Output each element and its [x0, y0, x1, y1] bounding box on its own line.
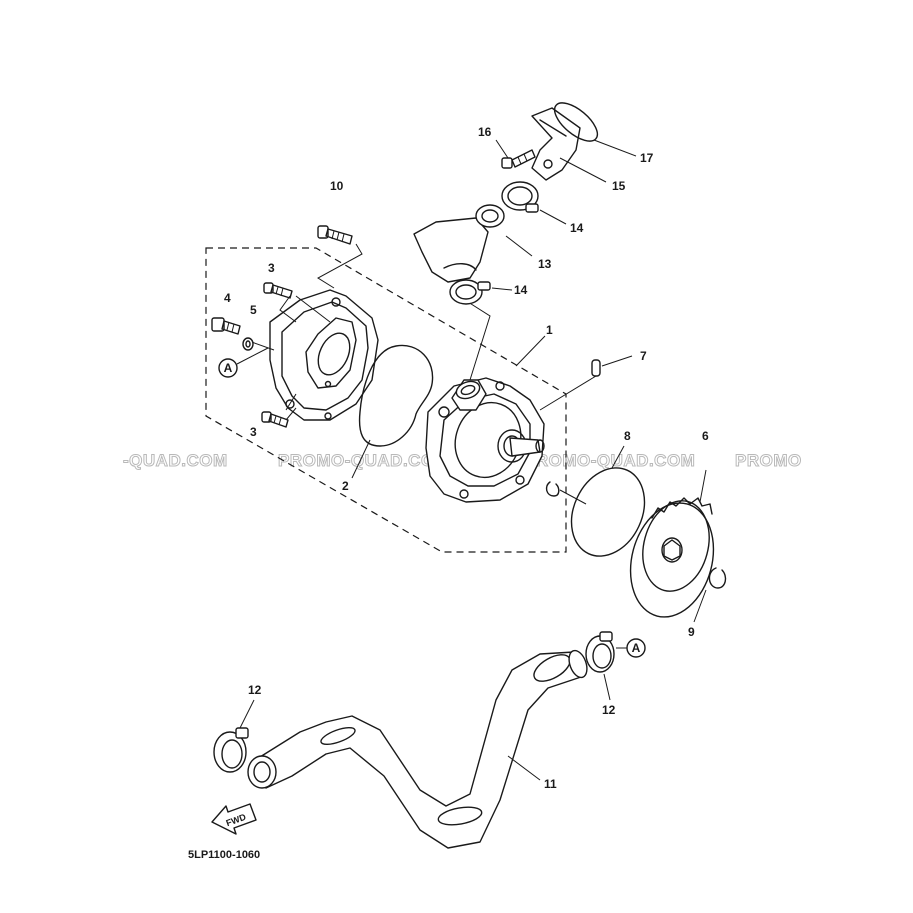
callout-3-upper: 3 — [268, 261, 275, 275]
callout-17: 17 — [640, 151, 654, 165]
leader-1 — [515, 335, 546, 367]
oring-17 — [553, 102, 637, 157]
callout-10: 10 — [330, 179, 344, 193]
ref-marker-a-left-text: A — [224, 361, 233, 375]
callout-14-lower: 14 — [514, 283, 528, 297]
ref-marker-a-left: A — [218, 347, 269, 378]
callout-5: 5 — [250, 303, 257, 317]
pump-housing — [425, 301, 545, 503]
clamp-14-upper — [501, 181, 567, 225]
ref-marker-a-right-text: A — [632, 641, 641, 655]
callout-7: 7 — [640, 349, 647, 363]
callout-2: 2 — [342, 479, 349, 493]
callout-16: 16 — [478, 125, 492, 139]
callout-3-lower: 3 — [250, 425, 257, 439]
callout-13: 13 — [538, 257, 552, 271]
callout-1: 1 — [546, 323, 553, 337]
elbow-15 — [531, 107, 607, 183]
bolt-3-upper — [263, 282, 297, 323]
clamp-12-left — [213, 699, 255, 773]
watermark-4: PROMO — [735, 451, 802, 470]
callout-12-left: 12 — [248, 683, 262, 697]
callout-labels: 1 2 3 3 4 5 6 7 8 9 10 11 12 12 13 14 14… — [224, 125, 709, 791]
watermark-3: PROMO-QUAD.COM — [524, 451, 695, 470]
callout-15: 15 — [612, 179, 626, 193]
gasket-2 — [351, 344, 434, 479]
clamp-12-right — [585, 631, 615, 701]
callout-11: 11 — [544, 777, 557, 791]
ref-marker-a-right: A — [616, 638, 646, 658]
diagram-code: 5LP1100-1060 — [188, 849, 260, 861]
watermark-row: -QUAD.COM PROMO-QUAD.COM PROMO-QUAD.COM … — [123, 451, 802, 471]
watermark-1: -QUAD.COM — [123, 451, 228, 470]
pump-cover — [245, 289, 379, 421]
callout-6: 6 — [702, 429, 709, 443]
callout-12-right: 12 — [602, 703, 616, 717]
bolt-10 — [317, 225, 363, 289]
callout-4: 4 — [224, 291, 231, 305]
circlip-shaft — [545, 481, 587, 505]
clamp-14-lower — [449, 279, 513, 305]
callout-9: 9 — [688, 625, 695, 639]
bolt-3-lower — [261, 407, 297, 428]
circlip-9 — [693, 567, 727, 623]
washer-5 — [242, 337, 254, 351]
watermark-2: PROMO-QUAD.COM — [278, 451, 449, 470]
oring-8 — [570, 445, 646, 557]
water-pipe-11 — [247, 649, 588, 849]
bolt-4 — [211, 317, 241, 335]
assembly-outline — [205, 247, 567, 553]
bolt-16 — [495, 139, 536, 169]
fwd-arrow: FWD — [211, 803, 257, 835]
callout-14-upper: 14 — [570, 221, 584, 235]
callout-8: 8 — [624, 429, 631, 443]
impeller-gear-6 — [629, 469, 715, 618]
pin-7 — [539, 355, 633, 411]
hose-13 — [413, 204, 533, 283]
